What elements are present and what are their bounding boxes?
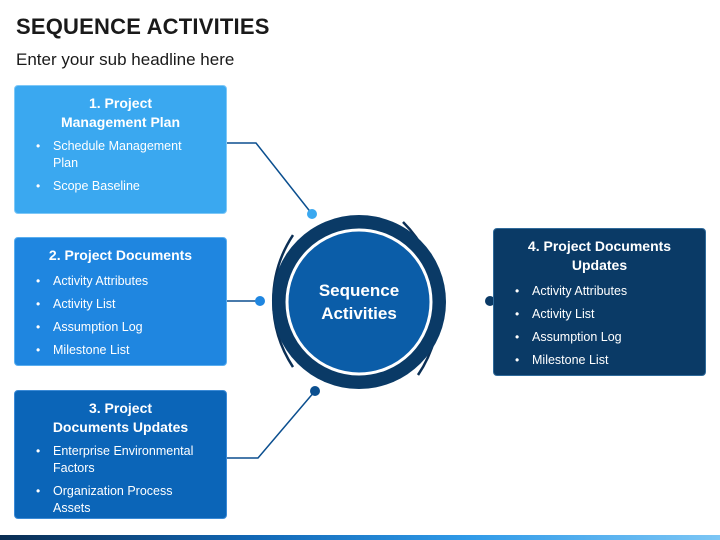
box-list: Activity Attributes Activity List Assump…: [25, 273, 216, 359]
box-heading: 1. Project Management Plan: [60, 95, 181, 130]
box-heading: 2. Project Documents: [48, 247, 193, 263]
box-list: Schedule Management Plan Scope Baseline: [25, 138, 216, 195]
box-heading: 4. Project Documents Updates: [527, 238, 672, 273]
connector-dot-1: [307, 209, 317, 219]
connector-dot-3: [310, 386, 320, 396]
list-item: Activity List: [504, 306, 695, 323]
page-subtitle: Enter your sub headline here: [16, 50, 235, 69]
list-item: Organization Process Assets: [25, 483, 216, 517]
list-item: Schedule Management Plan: [25, 138, 216, 172]
list-item: Activity Attributes: [504, 283, 695, 300]
box-list: Enterprise Environmental Factors Organiz…: [25, 443, 216, 517]
list-item: Assumption Log: [504, 329, 695, 346]
box-project-management-plan: 1. Project Management Plan Schedule Mana…: [14, 85, 227, 214]
box-project-documents-updates-output: 4. Project Documents Updates Activity At…: [493, 228, 706, 376]
connector-box3: [227, 390, 316, 459]
list-item: Activity List: [25, 296, 216, 313]
list-item: Assumption Log: [25, 319, 216, 336]
list-item: Milestone List: [25, 342, 216, 359]
list-item: Enterprise Environmental Factors: [25, 443, 216, 477]
footer-gradient-bar: [0, 535, 720, 540]
list-item: Activity Attributes: [25, 273, 216, 290]
list-item: Scope Baseline: [25, 178, 216, 195]
list-item: Milestone List: [504, 352, 695, 369]
box-project-documents: 2. Project Documents Activity Attributes…: [14, 237, 227, 366]
page-title: SEQUENCE ACTIVITIES: [16, 14, 270, 39]
connector-dot-2: [255, 296, 265, 306]
center-label: Sequence Activities: [318, 281, 400, 323]
box-list: Activity Attributes Activity List Assump…: [504, 283, 695, 369]
center-inner-circle: [285, 228, 433, 376]
box-heading: 3. Project Documents Updates: [52, 400, 189, 435]
connector-dot-4: [485, 296, 495, 306]
connector-box1: [227, 142, 313, 215]
box-project-documents-updates: 3. Project Documents Updates Enterprise …: [14, 390, 227, 519]
